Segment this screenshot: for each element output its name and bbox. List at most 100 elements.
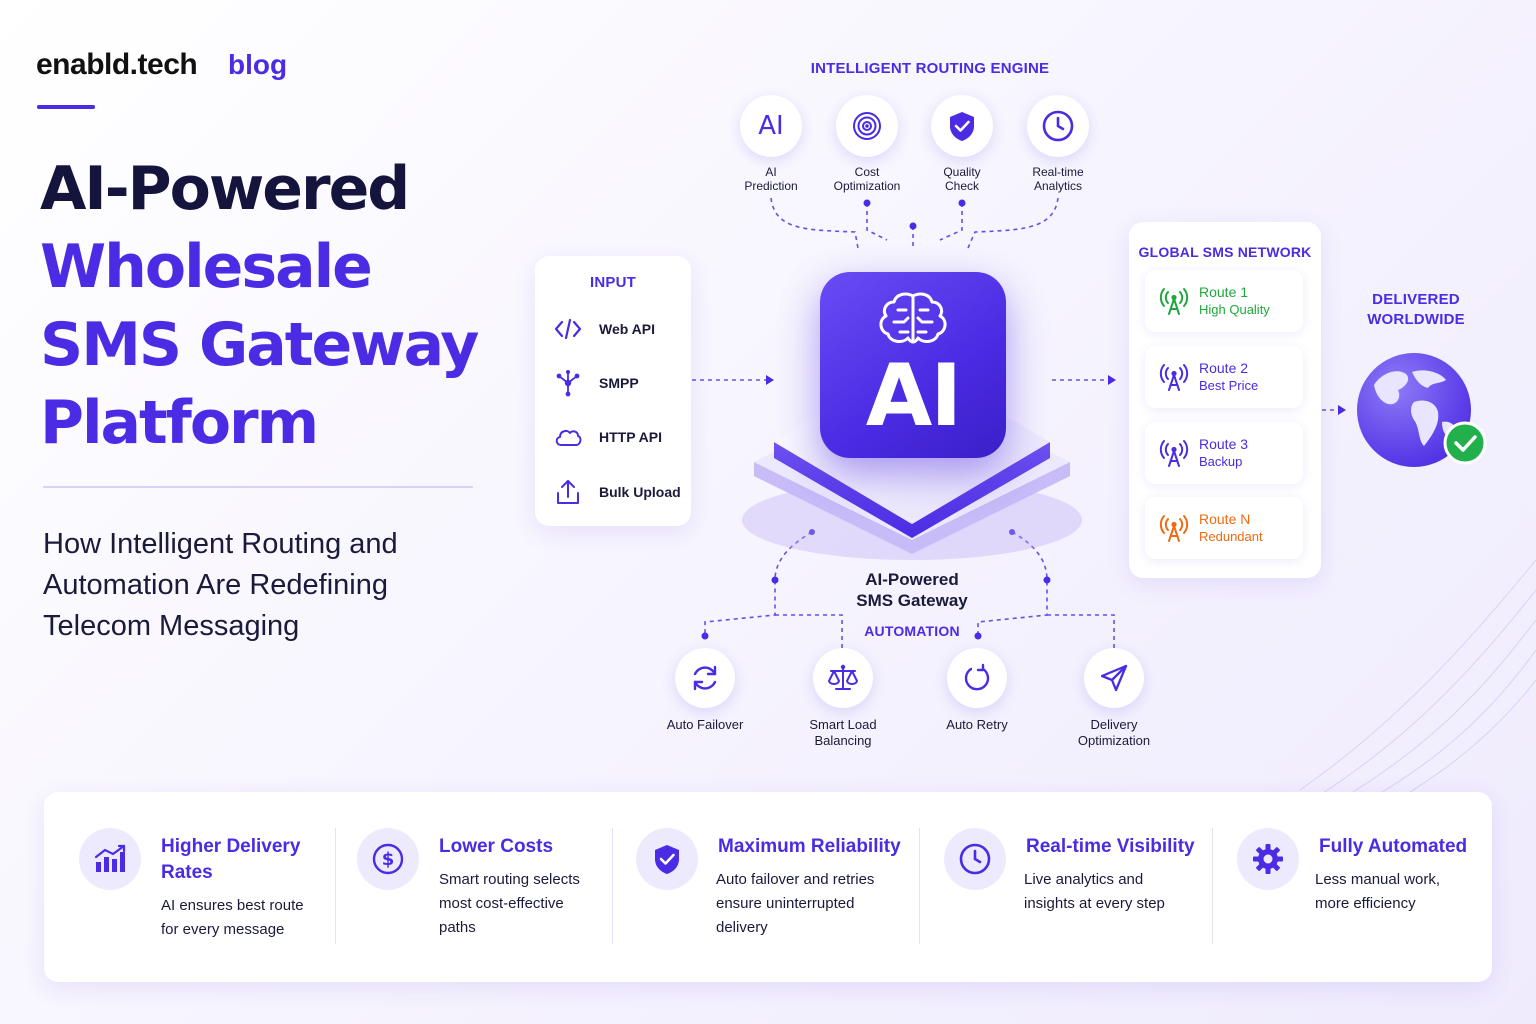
label-line: Analytics xyxy=(1033,179,1083,193)
feature-desc: Auto failover and retries ensure uninter… xyxy=(716,868,874,940)
network-icon xyxy=(556,370,580,397)
decor-lines xyxy=(1299,559,1536,811)
connector-cost xyxy=(866,203,888,241)
feature-title: Lower Costs xyxy=(439,834,553,860)
feature-desc-line: most cost-effective xyxy=(439,895,564,912)
realtime-analytics-button[interactable] xyxy=(1027,95,1089,157)
clock-icon xyxy=(959,843,991,875)
input-item-label: Bulk Upload xyxy=(599,484,681,500)
feature-icon-wrap xyxy=(79,828,141,890)
headline-line-2: Wholesale xyxy=(40,232,373,302)
cost-optimization-button[interactable] xyxy=(836,95,898,157)
input-card: INPUT Web API SMPP HTTP API Bulk Upload xyxy=(535,256,691,526)
target-icon xyxy=(853,112,881,140)
route-name: Route 2 xyxy=(1199,360,1249,376)
label-line: Optimization xyxy=(833,179,901,193)
brand-section[interactable]: blog xyxy=(228,49,288,80)
feature-divider xyxy=(1212,828,1213,944)
gear-icon xyxy=(1253,844,1283,874)
feature-divider xyxy=(335,828,336,944)
auto-retry-label: Auto Retry xyxy=(922,717,1032,733)
ai-icon: AI xyxy=(758,111,784,141)
label-line: Quality xyxy=(943,165,981,179)
dot-cost xyxy=(863,199,871,207)
quality-check-button[interactable] xyxy=(931,95,993,157)
input-item-http-api[interactable]: HTTP API xyxy=(553,422,662,452)
auto-failover-label: Auto Failover xyxy=(650,717,760,733)
label-line: Auto Failover xyxy=(666,717,744,732)
arrow-network xyxy=(1108,375,1116,385)
label-line: Check xyxy=(944,179,979,193)
input-title: INPUT xyxy=(590,274,636,291)
dot-hub-left xyxy=(809,529,815,535)
realtime-analytics-label: Real-time Analytics xyxy=(1003,165,1113,193)
smart-load-balancing-button[interactable] xyxy=(813,648,873,708)
delivery-optimization-button[interactable] xyxy=(1084,648,1144,708)
route-name: Route 3 xyxy=(1199,436,1249,452)
dot-left xyxy=(771,576,779,584)
delivered-label: DELIVERED WORLDWIDE xyxy=(1340,290,1492,330)
shield-check-icon xyxy=(655,845,679,874)
headline: AI-Powered Wholesale SMS Gateway Platfor… xyxy=(40,150,520,462)
feature-title-line: Rates xyxy=(161,862,213,883)
label-line: Cost xyxy=(854,165,880,179)
refresh-icon xyxy=(693,665,717,691)
connector-quality xyxy=(939,203,963,241)
auto-failover-button[interactable] xyxy=(675,648,735,708)
route-name: Route 1 xyxy=(1199,284,1249,300)
label-line: Optimization xyxy=(1077,733,1151,748)
dot-hub-right xyxy=(1009,529,1015,535)
feature-desc: AI ensures best route for every message xyxy=(161,894,304,942)
dot-center xyxy=(909,222,917,230)
scale-icon xyxy=(828,664,858,690)
feature-title-line: Maximum Reliability xyxy=(718,836,901,857)
antenna-icon xyxy=(1159,288,1189,315)
connector-auto-retry xyxy=(977,531,1048,636)
brand-logo[interactable]: enabld.tech xyxy=(36,48,198,81)
feature-icon-wrap xyxy=(636,828,698,890)
headline-line-1: AI-Powered xyxy=(40,154,410,224)
connector-analytics xyxy=(967,197,1059,249)
connector-auto-failover xyxy=(704,531,813,636)
feature-desc: Live analytics and insights at every ste… xyxy=(1024,868,1165,916)
input-item-web-api[interactable]: Web API xyxy=(553,314,655,344)
feature-icon-wrap: $ xyxy=(357,828,419,890)
input-item-bulk-upload[interactable]: Bulk Upload xyxy=(553,477,681,507)
input-item-label: HTTP API xyxy=(599,429,663,445)
feature-icon-wrap xyxy=(944,828,1006,890)
brand-underline xyxy=(37,105,95,109)
success-check-icon xyxy=(1443,421,1487,465)
route-sub: Redundant xyxy=(1199,529,1263,544)
feature-desc: Smart routing selects most cost-effectiv… xyxy=(439,868,580,940)
subtitle-line-2: Automation Are Redefining xyxy=(43,569,388,601)
antenna-icon xyxy=(1159,364,1189,391)
auto-retry-button[interactable] xyxy=(947,648,1007,708)
dot-quality xyxy=(958,199,966,207)
label-line: AI xyxy=(765,165,777,179)
ai-prediction-button[interactable]: AI xyxy=(740,95,802,157)
feature-desc-line: Less manual work, xyxy=(1315,871,1441,888)
feature-divider xyxy=(612,828,613,944)
features-panel: Higher Delivery Rates AI ensures best ro… xyxy=(44,792,1492,982)
label-line: Auto Retry xyxy=(946,717,1008,732)
feature-title: Maximum Reliability xyxy=(718,834,901,860)
send-icon xyxy=(1100,664,1128,692)
input-item-smpp[interactable]: SMPP xyxy=(553,368,639,398)
antenna-icon xyxy=(1159,440,1189,467)
dot-failover xyxy=(701,632,709,640)
svg-text:$: $ xyxy=(382,849,395,870)
dot-retry xyxy=(974,632,982,640)
feature-divider xyxy=(919,828,920,944)
feature-desc-line: insights at every step xyxy=(1024,895,1165,912)
ai-chip[interactable]: AI xyxy=(820,272,1006,458)
bar-chart-icon xyxy=(94,844,126,872)
subtitle: How Intelligent Routing and Automation A… xyxy=(43,524,473,647)
feature-title-line: Lower Costs xyxy=(439,836,554,857)
